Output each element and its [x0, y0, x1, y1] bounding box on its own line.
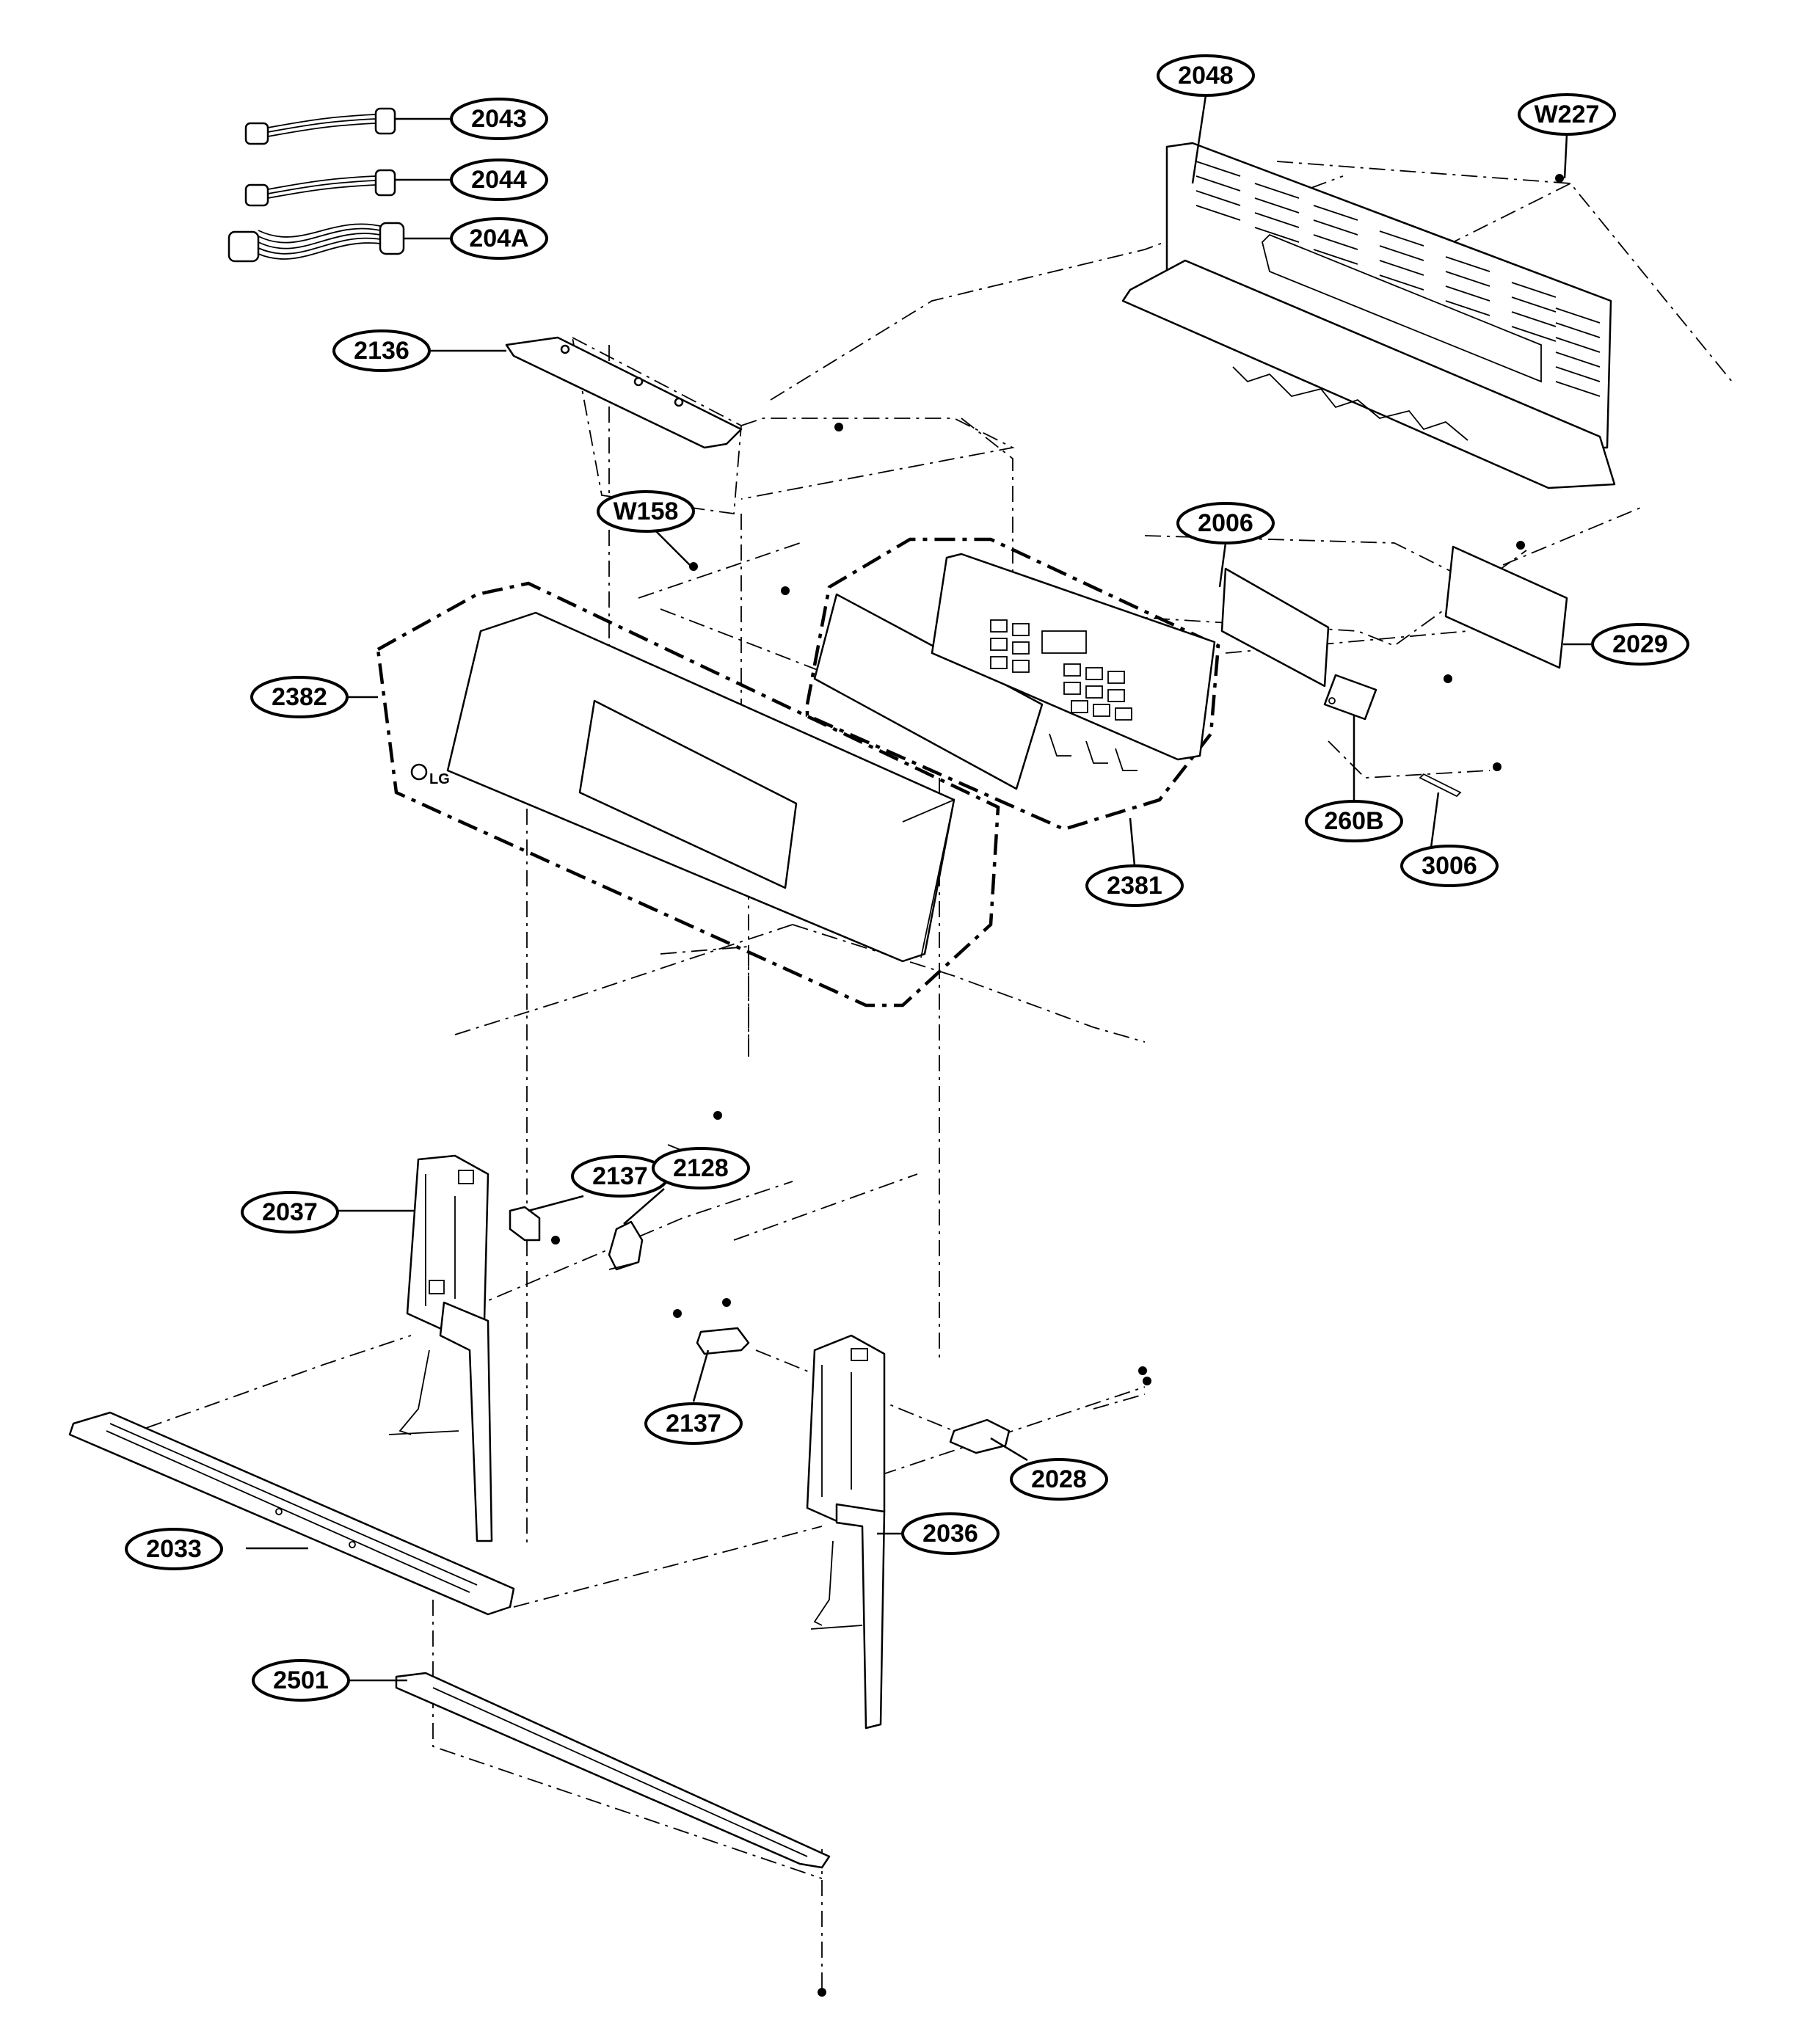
callout-label: 2381 [1107, 872, 1162, 900]
wire-harness-2043 [244, 107, 396, 145]
callout-label: 2043 [471, 105, 527, 133]
leader-lines [246, 95, 1592, 1682]
callout-204A: 204A [450, 217, 548, 260]
callout-3006: 3006 [1400, 845, 1499, 887]
assembly-boundary-2381 [805, 537, 1220, 831]
callout-label: 3006 [1422, 852, 1477, 880]
control-panel-2382: LG [410, 611, 956, 963]
lg-logo: LG [429, 771, 450, 787]
callout-2382: 2382 [250, 676, 349, 718]
callout-label: 2036 [922, 1520, 978, 1548]
control-board-2006 [1220, 567, 1330, 688]
sub-board-260B [1323, 674, 1377, 721]
callout-label: 2044 [471, 166, 527, 194]
callout-260B: 260B [1305, 800, 1403, 842]
callout-label: 2028 [1031, 1465, 1087, 1493]
callout-label: 204A [469, 225, 528, 252]
front-rail-2033 [68, 1411, 515, 1616]
assembly-boundary-2382 [376, 581, 1000, 1007]
callout-label: 2006 [1198, 509, 1253, 537]
callout-2043: 2043 [450, 98, 548, 140]
clip-2128 [608, 1220, 644, 1271]
clip-2028 [949, 1418, 1011, 1454]
callout-label: W158 [614, 498, 679, 525]
callout-label: W227 [1535, 101, 1600, 128]
clip-2137-upper [509, 1206, 541, 1242]
callout-2028: 2028 [1010, 1458, 1108, 1501]
callout-2128: 2128 [652, 1147, 750, 1189]
sensor-3006 [1419, 773, 1462, 798]
callout-2006: 2006 [1176, 502, 1275, 544]
callout-label: 2048 [1178, 62, 1234, 90]
screws [551, 174, 1564, 1997]
callout-2381: 2381 [1085, 864, 1184, 907]
callout-2048: 2048 [1157, 54, 1255, 97]
callout-label: 2033 [146, 1535, 202, 1563]
rear-vent-panel-2048 [1121, 142, 1616, 489]
callout-W158: W158 [597, 490, 695, 533]
cover-plate-2029 [1444, 545, 1568, 669]
callout-label: 2382 [272, 683, 327, 711]
callout-2037: 2037 [241, 1191, 339, 1234]
callout-label: 2137 [666, 1410, 721, 1437]
callout-label: 2037 [262, 1198, 318, 1226]
callout-2136: 2136 [332, 329, 431, 372]
callout-2029: 2029 [1591, 623, 1689, 666]
callout-label: 2501 [273, 1666, 329, 1694]
wire-harness-2044 [244, 169, 396, 207]
callout-label: 2137 [592, 1162, 648, 1190]
control-subassembly-2381 [813, 553, 1216, 790]
rear-rail-2501 [395, 1672, 831, 1869]
callout-2044: 2044 [450, 158, 548, 201]
end-cap-2037 [388, 1154, 493, 1542]
wire-harness-204A [228, 222, 405, 263]
callout-label: 2128 [673, 1154, 729, 1182]
callout-label: 260B [1324, 807, 1383, 835]
bracket-2136 [505, 336, 743, 449]
end-cap-2036 [806, 1334, 886, 1730]
callout-label: 2029 [1612, 630, 1668, 658]
callout-label: 2136 [354, 337, 410, 365]
callout-W227: W227 [1518, 93, 1616, 136]
callout-2501: 2501 [252, 1659, 350, 1702]
control-keys [990, 619, 1132, 721]
callout-2033: 2033 [125, 1528, 223, 1570]
callout-2137-lower: 2137 [644, 1402, 743, 1445]
callout-2036: 2036 [901, 1512, 1000, 1555]
clip-2137-lower [696, 1327, 750, 1355]
phantom-lines [117, 161, 1733, 1996]
